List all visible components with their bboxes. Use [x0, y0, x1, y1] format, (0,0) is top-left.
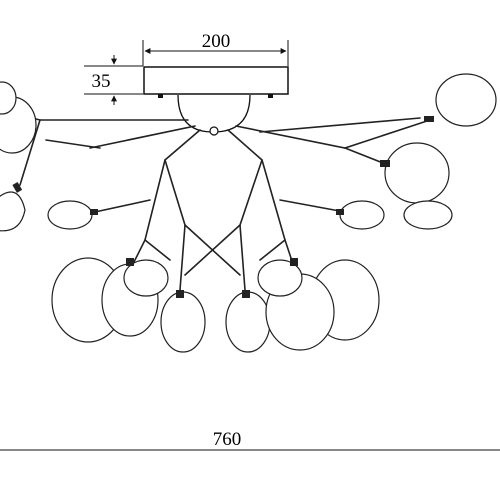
canopy-height-dimension: 35: [84, 55, 143, 105]
bulb: [160, 290, 206, 353]
bulb: [336, 200, 385, 230]
total-width-label: 760: [213, 429, 242, 450]
total-width-dimension: 760: [0, 429, 500, 451]
bulb: [424, 73, 497, 127]
canopy-width-label: 200: [202, 31, 231, 52]
central-hub: [177, 94, 251, 136]
bulb: [225, 290, 271, 353]
canopy-height-label: 35: [92, 71, 111, 92]
branch-rods: [0, 109, 431, 291]
bulbs: [0, 73, 497, 353]
bulb: [257, 258, 380, 351]
bulb: [380, 142, 453, 230]
canopy-width-dimension: 200: [142, 31, 289, 66]
ceiling-canopy: [143, 66, 289, 98]
bulb: [51, 257, 169, 343]
bulb: [47, 200, 98, 230]
bulb: [0, 81, 37, 232]
